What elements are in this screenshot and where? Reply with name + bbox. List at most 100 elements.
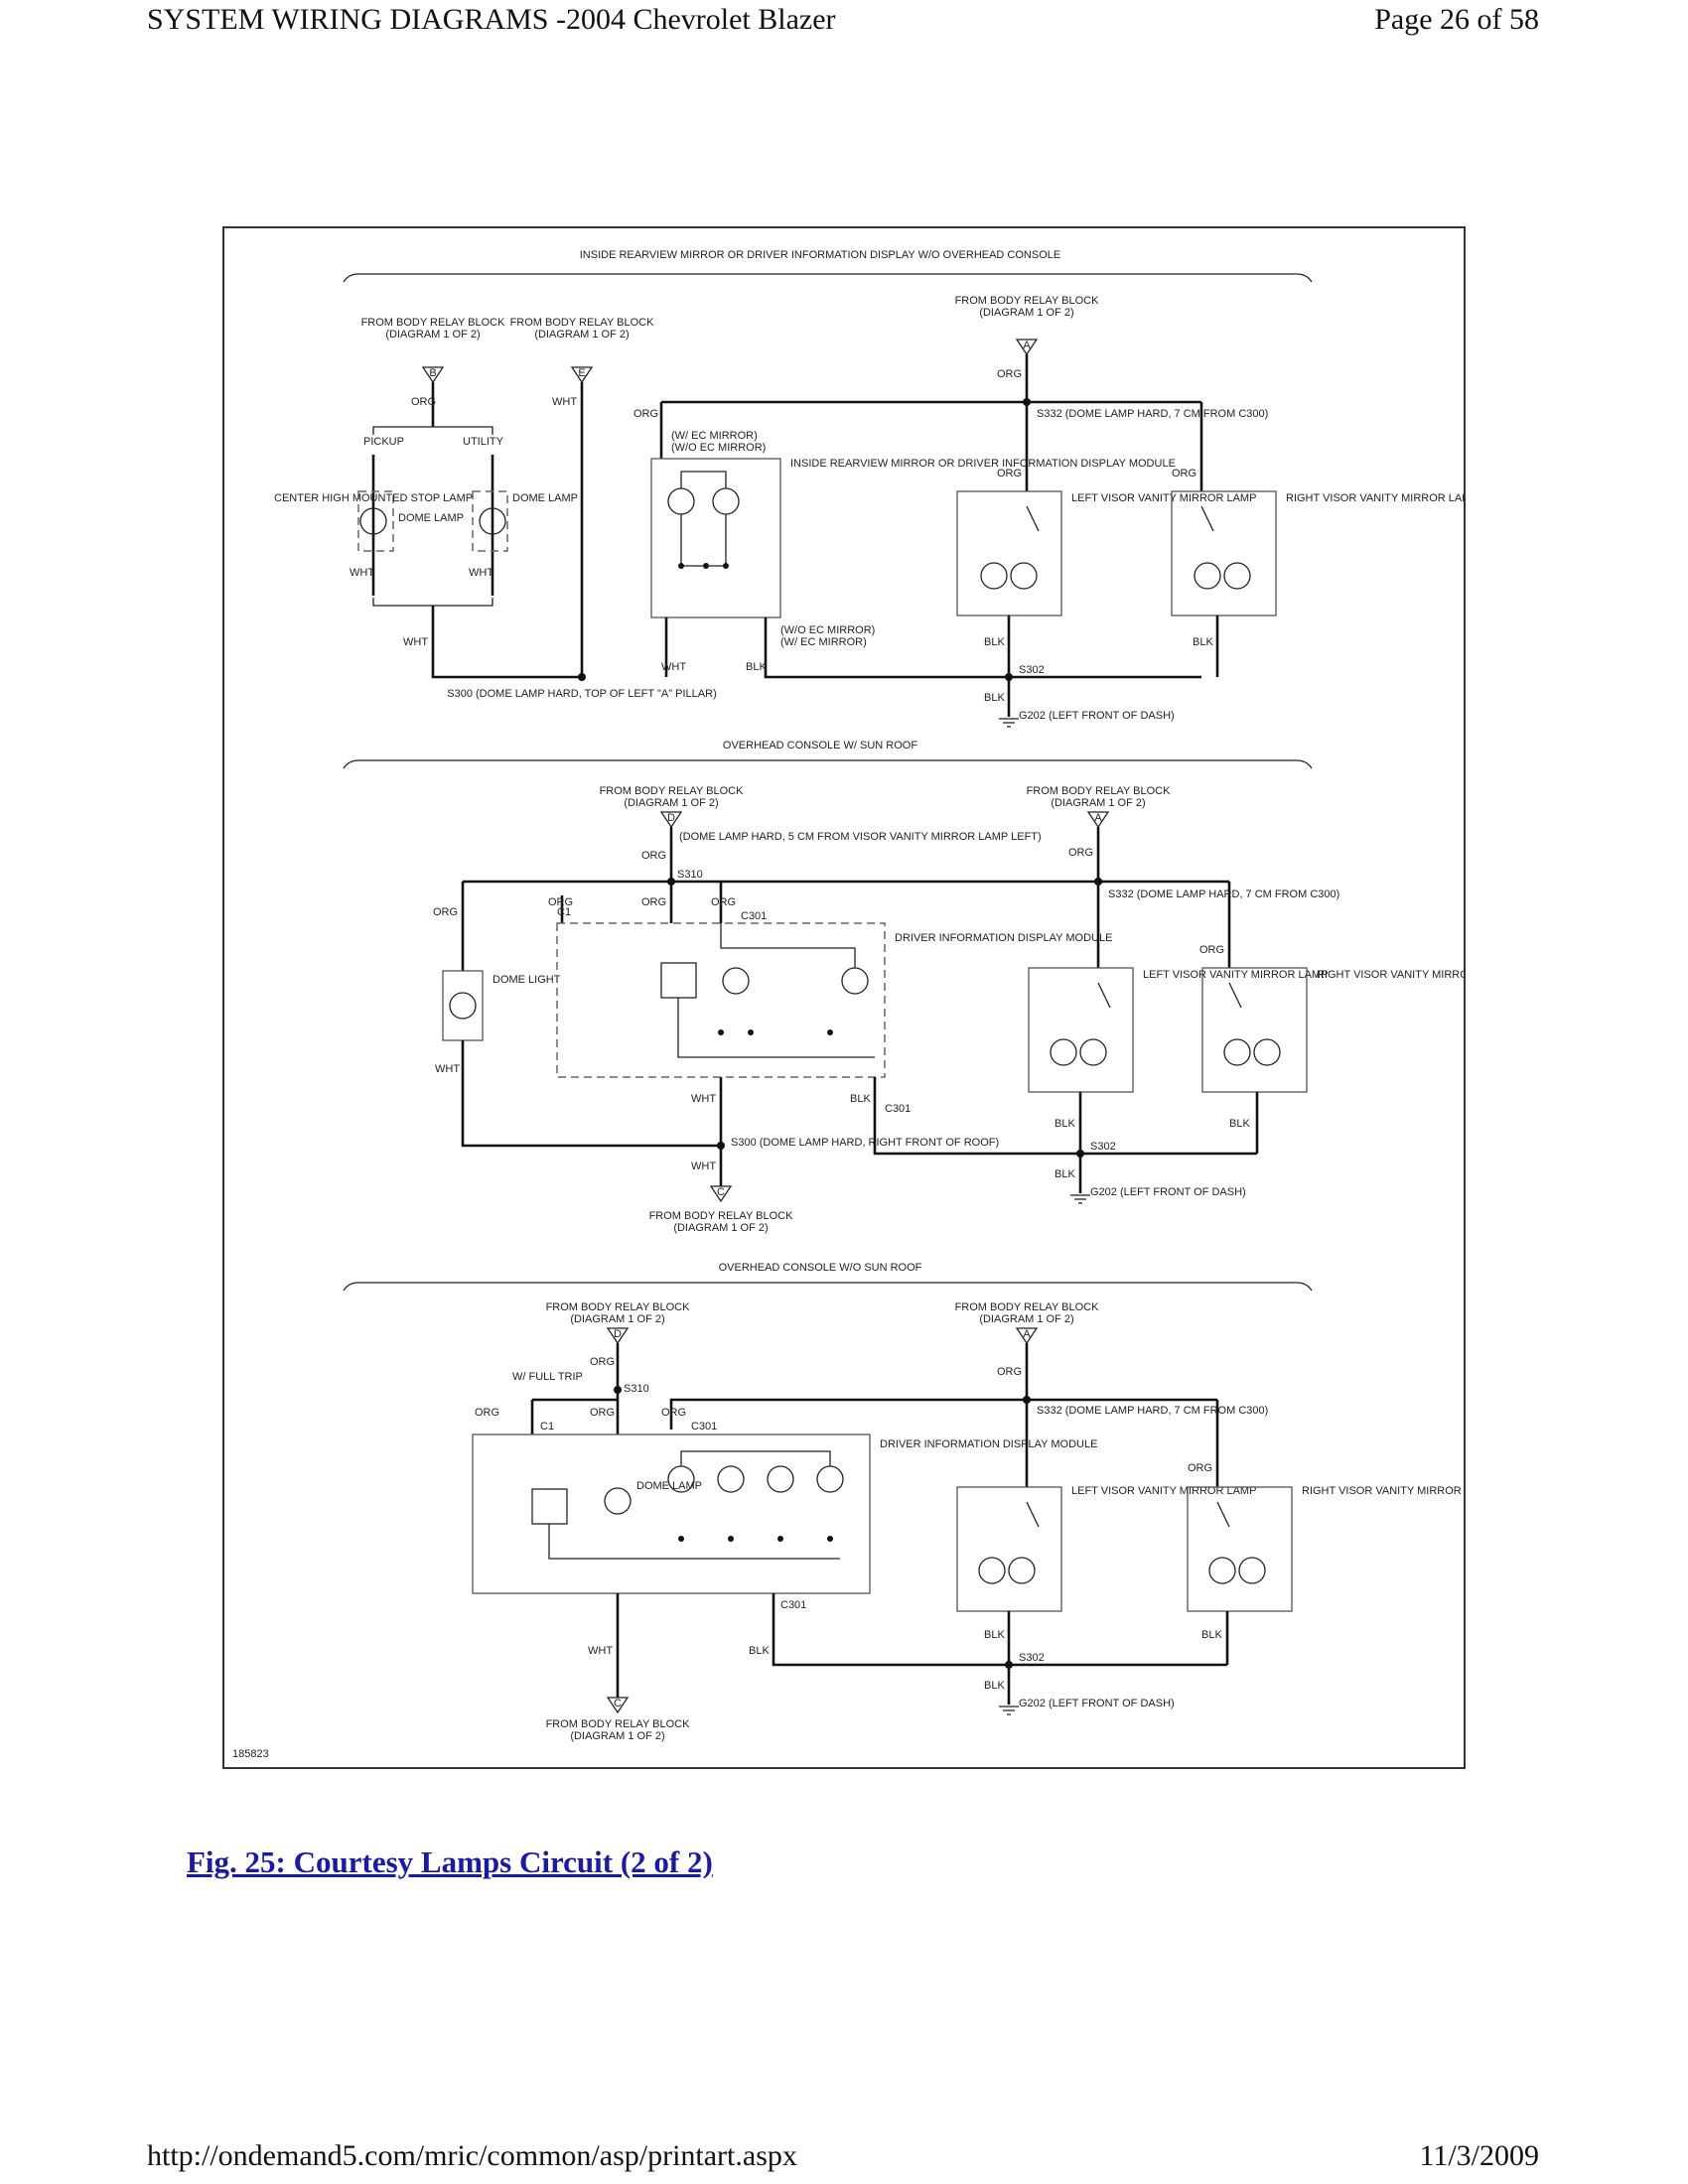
c301-label-3: C301 (691, 1421, 717, 1433)
wire-wht-3: WHT (403, 636, 428, 648)
wire-wht-4: WHT (552, 396, 577, 408)
wire-blk-g2: BLK (1055, 1168, 1075, 1180)
section-1: INSIDE REARVIEW MIRROR OR DRIVER INFORMA… (274, 249, 1464, 728)
source-label-b: FROM BODY RELAY BLOCK (361, 317, 506, 329)
wire-org-m: ORG (633, 408, 658, 420)
wire-blk-lv3: BLK (984, 1629, 1005, 1641)
w-full-trip-label: W/ FULL TRIP (512, 1371, 583, 1383)
svg-text:A: A (1094, 812, 1102, 824)
wire-blk-rv2: BLK (1229, 1118, 1250, 1130)
svg-text:E: E (578, 367, 585, 379)
source-label-d3-diagram: (DIAGRAM 1 OF 2) (570, 1313, 664, 1325)
svg-text:C: C (717, 1186, 725, 1198)
wire-org-c: ORG (641, 896, 666, 908)
wire-blk-lv2: BLK (1055, 1118, 1075, 1130)
source-label-e: FROM BODY RELAY BLOCK (510, 317, 655, 329)
dome-light-label: DOME LIGHT (492, 974, 561, 986)
c1-label-1: C1 (557, 906, 571, 918)
chmsl-label: CENTER HIGH MOUNTED STOP LAMP (274, 492, 473, 504)
wire-org-b3: ORG (661, 1407, 686, 1419)
g202-label-3: G202 (LEFT FRONT OF DASH) (1019, 1698, 1175, 1709)
wire-wht-m: WHT (661, 661, 686, 673)
svg-text:D: D (667, 812, 675, 824)
diagram-id: 185823 (232, 1748, 269, 1760)
dim-label-1: DRIVER INFORMATION DISPLAY MODULE (895, 932, 1112, 944)
wire-org: ORG (411, 396, 436, 408)
s332-label-2: S332 (DOME LAMP HARD, 7 CM FROM C300) (1108, 888, 1339, 900)
section-3: OVERHEAD CONSOLE W/O SUN ROOF FROM BODY … (343, 1262, 1464, 1742)
g202-label-1: G202 (LEFT FRONT OF DASH) (1019, 710, 1175, 722)
wire-wht-a2: WHT (691, 1093, 716, 1105)
wire-org-c3: ORG (590, 1407, 615, 1419)
s300-label-1: S300 (DOME LAMP HARD, TOP OF LEFT "A" PI… (447, 688, 717, 700)
source-label-a-diagram: (DIAGRAM 1 OF 2) (979, 307, 1073, 319)
wire-org-d2: ORG (641, 850, 666, 862)
utility-label: UTILITY (463, 436, 504, 448)
wo-ec-mirror-1: (W/O EC MIRROR) (671, 442, 766, 454)
s310-label-2: S310 (624, 1383, 649, 1395)
s310-note: (DOME LAMP HARD, 5 CM FROM VISOR VANITY … (679, 831, 1042, 843)
s302-label-1: S302 (1019, 664, 1045, 676)
svg-text:D: D (614, 1328, 622, 1340)
wire-blk-g3: BLK (984, 1680, 1005, 1692)
dome-lamp-label-1: DOME LAMP (398, 512, 464, 524)
page-header-title: SYSTEM WIRING DIAGRAMS -2004 Chevrolet B… (147, 3, 836, 36)
source-label-a2-diagram: (DIAGRAM 1 OF 2) (1051, 797, 1145, 809)
left-visor-label-3: LEFT VISOR VANITY MIRROR LAMP (1071, 1485, 1256, 1497)
wire-blk-d3: BLK (749, 1645, 770, 1657)
s310-label-1: S310 (677, 869, 703, 881)
wire-blk-d2: BLK (850, 1093, 871, 1105)
section-2-title: OVERHEAD CONSOLE W/ SUN ROOF (723, 740, 917, 751)
section-3-title: OVERHEAD CONSOLE W/O SUN ROOF (719, 1262, 922, 1274)
w-ec-mirror-1: (W/ EC MIRROR) (671, 430, 758, 442)
c301-label-4: C301 (780, 1599, 806, 1611)
wire-blk-m: BLK (746, 661, 767, 673)
dome-lamp-label-2: DOME LAMP (512, 492, 578, 504)
right-visor-label-1: RIGHT VISOR VANITY MIRROR LAMP (1286, 492, 1464, 504)
c1-label-2: C1 (540, 1421, 554, 1433)
figure-caption-link[interactable]: Fig. 25: Courtesy Lamps Circuit (2 of 2) (187, 1844, 713, 1879)
svg-text:B: B (429, 367, 436, 379)
source-label-c3-diagram: (DIAGRAM 1 OF 2) (570, 1730, 664, 1742)
svg-text:A: A (1023, 1328, 1031, 1340)
source-label-a3: FROM BODY RELAY BLOCK (955, 1301, 1100, 1313)
wire-org-a1: ORG (997, 368, 1022, 380)
source-label-c2: FROM BODY RELAY BLOCK (649, 1210, 794, 1222)
right-visor-label-2: RIGHT VISOR VANITY MIRROR LAMP (1317, 969, 1464, 981)
source-label-a3-diagram: (DIAGRAM 1 OF 2) (979, 1313, 1073, 1325)
source-label-a: FROM BODY RELAY BLOCK (955, 295, 1100, 307)
source-label-c2-diagram: (DIAGRAM 1 OF 2) (673, 1222, 768, 1234)
wire-org-rv2: ORG (1199, 944, 1224, 956)
s332-label-1: S332 (DOME LAMP HARD, 7 CM FROM C300) (1037, 408, 1268, 420)
page-footer-url: http://ondemand5.com/mric/common/asp/pri… (147, 2139, 797, 2172)
wire-org-dl: ORG (433, 906, 458, 918)
wire-wht-a3: WHT (588, 1645, 613, 1657)
w-ec-mirror-2: (W/ EC MIRROR) (780, 636, 867, 648)
wire-org-rv: ORG (1172, 468, 1196, 479)
inside-mirror-label: INSIDE REARVIEW MIRROR OR DRIVER INFORMA… (790, 458, 1176, 470)
wire-org-a3: ORG (997, 1366, 1022, 1378)
wire-org-b: ORG (711, 896, 736, 908)
source-label-d2: FROM BODY RELAY BLOCK (600, 785, 745, 797)
dim-label-2: DRIVER INFORMATION DISPLAY MODULE (880, 1438, 1097, 1450)
s302-label-3: S302 (1019, 1652, 1045, 1664)
source-label-d3: FROM BODY RELAY BLOCK (546, 1301, 691, 1313)
s300-label-2: S300 (DOME LAMP HARD, RIGHT FRONT OF ROO… (731, 1137, 999, 1149)
wire-wht-dl: WHT (435, 1063, 460, 1075)
g202-label-2: G202 (LEFT FRONT OF DASH) (1090, 1186, 1246, 1198)
section-2: OVERHEAD CONSOLE W/ SUN ROOF FROM BODY R… (343, 740, 1464, 1234)
left-visor-label-1: LEFT VISOR VANITY MIRROR LAMP (1071, 492, 1256, 504)
dome-lamp-label-3: DOME LAMP (636, 1480, 702, 1492)
s332-label-3: S332 (DOME LAMP HARD, 7 CM FROM C300) (1037, 1405, 1268, 1417)
wire-org-rv3: ORG (1188, 1462, 1212, 1474)
wire-org-d3: ORG (590, 1356, 615, 1368)
wire-wht-2: WHT (469, 567, 493, 579)
source-label-b-diagram: (DIAGRAM 1 OF 2) (385, 329, 480, 341)
c301-label-2: C301 (885, 1103, 911, 1115)
wire-blk-rv: BLK (1193, 636, 1213, 648)
wire-org-a2: ORG (1068, 847, 1093, 859)
pickup-label: PICKUP (363, 436, 404, 448)
c301-label-1: C301 (741, 910, 767, 922)
wire-blk-g1: BLK (984, 692, 1005, 704)
wire-wht-c2: WHT (691, 1160, 716, 1172)
